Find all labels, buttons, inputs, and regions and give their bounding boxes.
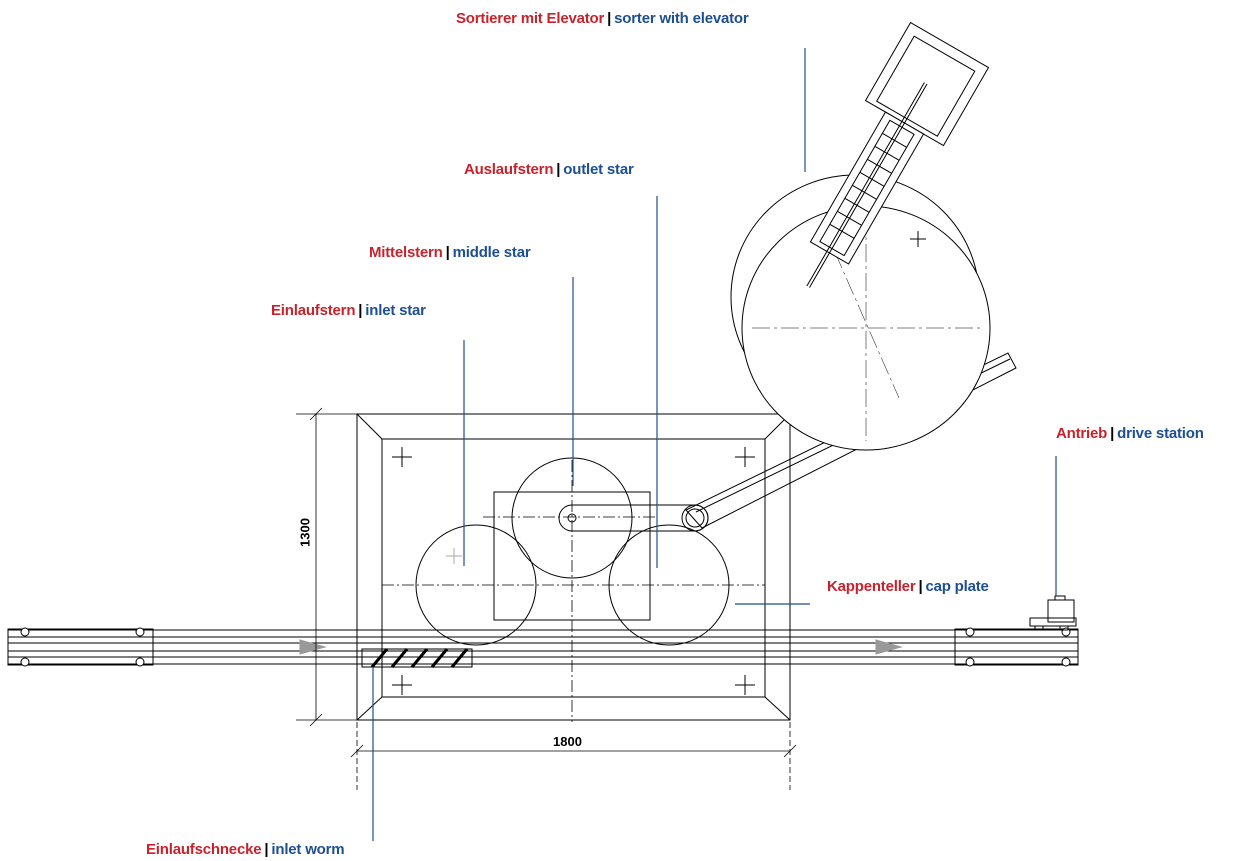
label-outlet-star-en: outlet star	[563, 161, 634, 178]
label-inlet-star-en: inlet star	[365, 302, 426, 319]
label-middle-star-en: middle star	[452, 244, 531, 261]
label-separator: |	[556, 161, 561, 178]
label-separator: |	[445, 244, 450, 261]
inlet-worm	[361, 648, 473, 668]
label-middle-star-de: Mittelstern	[369, 244, 443, 261]
label-drive-en: drive station	[1117, 425, 1204, 442]
label-middle-star: Mittelstern|middle star	[369, 244, 531, 262]
middle-star	[511, 457, 633, 579]
label-separator: |	[358, 302, 363, 319]
drive-station	[1029, 595, 1077, 631]
outlet-star	[608, 524, 730, 646]
label-cap-plate: Kappenteller|cap plate	[827, 578, 989, 596]
label-drive: Antrieb|drive station	[1056, 425, 1204, 443]
label-sorter: Sortierer mit Elevator|sorter with eleva…	[456, 10, 749, 28]
label-separator: |	[1110, 425, 1115, 442]
conveyor	[7, 627, 1079, 667]
label-inlet-worm: Einlaufschnecke|inlet worm	[146, 841, 345, 859]
label-outlet-star-de: Auslaufstern	[464, 161, 554, 178]
dimension-height-label: 1300	[297, 518, 313, 547]
link-arm	[558, 504, 709, 532]
label-inlet-star-de: Einlaufstern	[271, 302, 356, 319]
label-sorter-de: Sortierer mit Elevator	[456, 10, 605, 27]
label-outlet-star: Auslaufstern|outlet star	[464, 161, 634, 179]
dimension-height	[296, 407, 357, 727]
elevator	[806, 21, 990, 288]
mounting-marks	[392, 447, 755, 695]
label-drive-de: Antrieb	[1056, 425, 1108, 442]
label-separator: |	[607, 10, 612, 27]
dimension-width	[350, 722, 797, 790]
label-cap-plate-de: Kappenteller	[827, 578, 916, 595]
inlet-star	[415, 524, 537, 646]
inlet-star-center-mark	[446, 548, 462, 564]
label-inlet-worm-de: Einlaufschnecke	[146, 841, 262, 858]
dimension-width-label: 1800	[553, 734, 582, 749]
sorter	[730, 174, 991, 451]
label-sorter-en: sorter with elevator	[614, 10, 749, 27]
label-separator: |	[264, 841, 269, 858]
label-inlet-worm-en: inlet worm	[271, 841, 345, 858]
label-inlet-star: Einlaufstern|inlet star	[271, 302, 426, 320]
label-cap-plate-en: cap plate	[925, 578, 989, 595]
cap-plate	[493, 491, 651, 621]
label-separator: |	[918, 578, 923, 595]
